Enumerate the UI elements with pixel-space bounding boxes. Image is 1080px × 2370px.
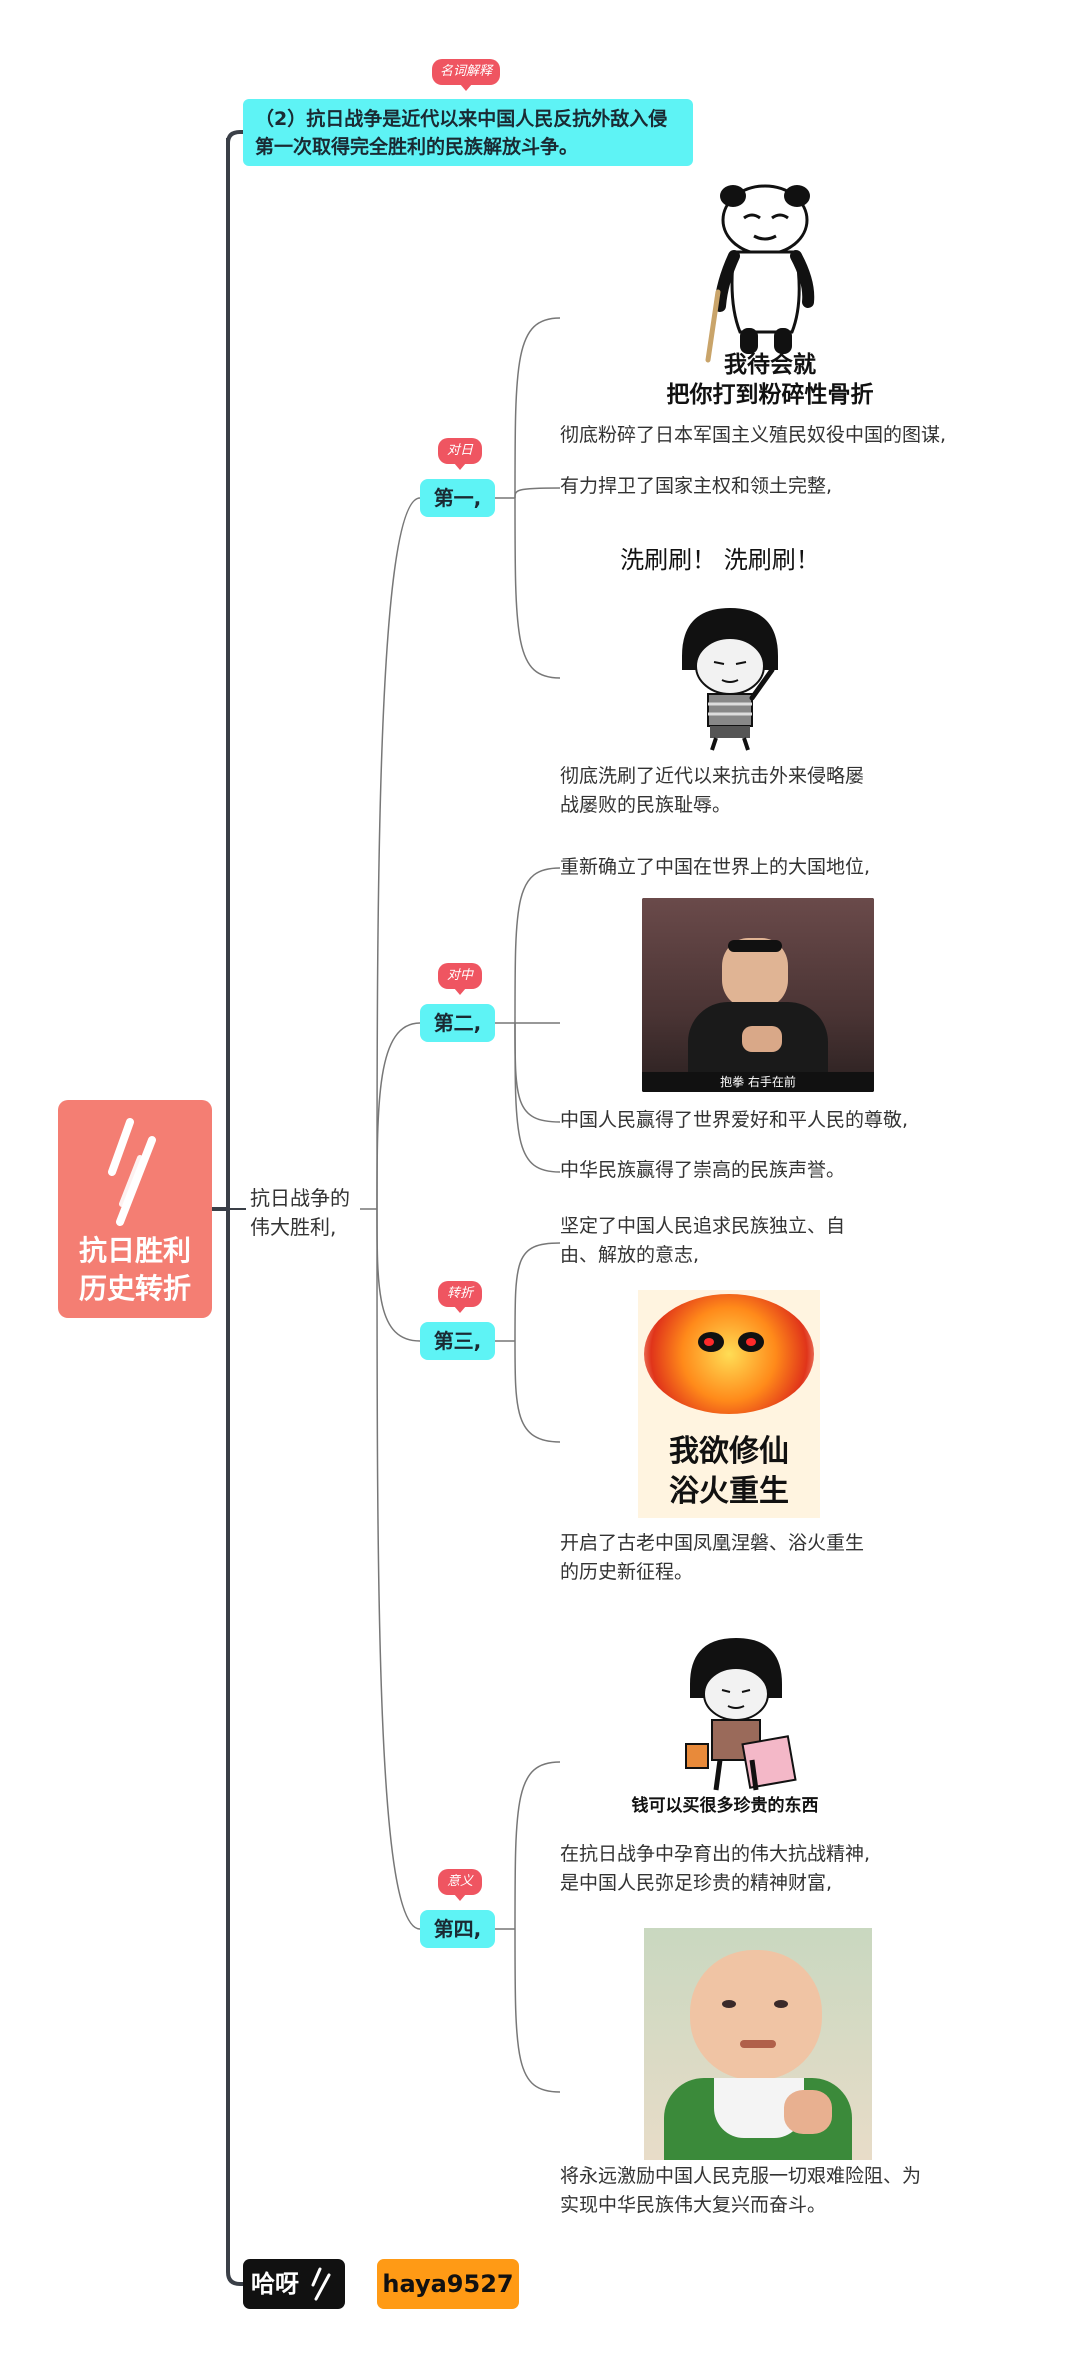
meme-caption-fire: 我欲修仙 浴火重生 <box>638 1432 820 1512</box>
mushroom-head-meme-icon <box>668 600 792 752</box>
point1-item1[interactable]: 彻底粉碎了日本军国主义殖民奴役中国的图谋, <box>560 421 946 450</box>
tag-significance: 意义 <box>438 1869 482 1895</box>
footer-handle: haya9527 <box>377 2259 519 2309</box>
point1-item3[interactable]: 彻底洗刷了近代以来抗击外来侵略屡 战屡败的民族耻辱。 <box>560 762 864 820</box>
meme-caption-panda: 我待会就 把你打到粉碎性骨折 <box>640 350 900 410</box>
footer-brand-text: 哈呀 <box>251 2270 299 2298</box>
point4-item1[interactable]: 在抗日战争中孕育出的伟大抗战精神, 是中国人民弥足珍贵的精神财富, <box>560 1840 870 1898</box>
success-kid-photo-icon <box>644 1928 872 2160</box>
point3-item2[interactable]: 开启了古老中国凤凰涅磐、浴火重生 的历史新征程。 <box>560 1529 864 1587</box>
point-first[interactable]: 第一, <box>420 479 495 517</box>
point-fourth[interactable]: 第四, <box>420 1910 495 1948</box>
slash-logo-icon <box>307 2267 337 2301</box>
tag-china: 对中 <box>438 963 482 989</box>
root-node[interactable]: 抗日胜利 历史转折 <box>58 1100 212 1318</box>
salute-man-photo-icon: 抱拳 右手在前 <box>642 898 874 1092</box>
point2-item2[interactable]: 中国人民赢得了世界爱好和平人民的尊敬, <box>560 1106 908 1135</box>
tag-japan: 对日 <box>438 438 482 464</box>
top-note[interactable]: （2）抗日战争是近代以来中国人民反抗外敌入侵第一次取得完全胜利的民族解放斗争。 <box>243 99 693 166</box>
point3-item1[interactable]: 坚定了中国人民追求民族独立、自 由、解放的意志, <box>560 1212 845 1270</box>
tag-term-explanation: 名词解释 <box>432 59 500 85</box>
meme-caption-money: 钱可以买很多珍贵的东西 <box>610 1794 840 1818</box>
panda-meme-icon <box>700 182 830 364</box>
point-third[interactable]: 第三, <box>420 1322 495 1360</box>
fire-panda-meme-icon: 我欲修仙 浴火重生 <box>638 1290 820 1518</box>
point4-item2[interactable]: 将永远激励中国人民克服一切艰难险阻、为 实现中华民族伟大复兴而奋斗。 <box>560 2162 921 2220</box>
footer-brand: 哈呀 <box>243 2259 345 2309</box>
mid-node-victory[interactable]: 抗日战争的 伟大胜利, <box>250 1184 350 1242</box>
root-title: 抗日胜利 历史转折 <box>58 1232 212 1308</box>
photo-subtitle: 抱拳 右手在前 <box>642 1072 874 1092</box>
point1-item2[interactable]: 有力捍卫了国家主权和领土完整, <box>560 472 832 501</box>
point-second[interactable]: 第二, <box>420 1004 495 1042</box>
meme-caption-wash: 洗刷刷！ 洗刷刷！ <box>590 544 850 576</box>
point2-item3[interactable]: 中华民族赢得了崇高的民族声誉。 <box>560 1156 845 1185</box>
point2-item1[interactable]: 重新确立了中国在世界上的大国地位, <box>560 853 870 882</box>
slash-logo-icon <box>100 1118 170 1228</box>
shopping-meme-icon <box>672 1632 802 1798</box>
tag-turning-point: 转折 <box>438 1281 482 1307</box>
